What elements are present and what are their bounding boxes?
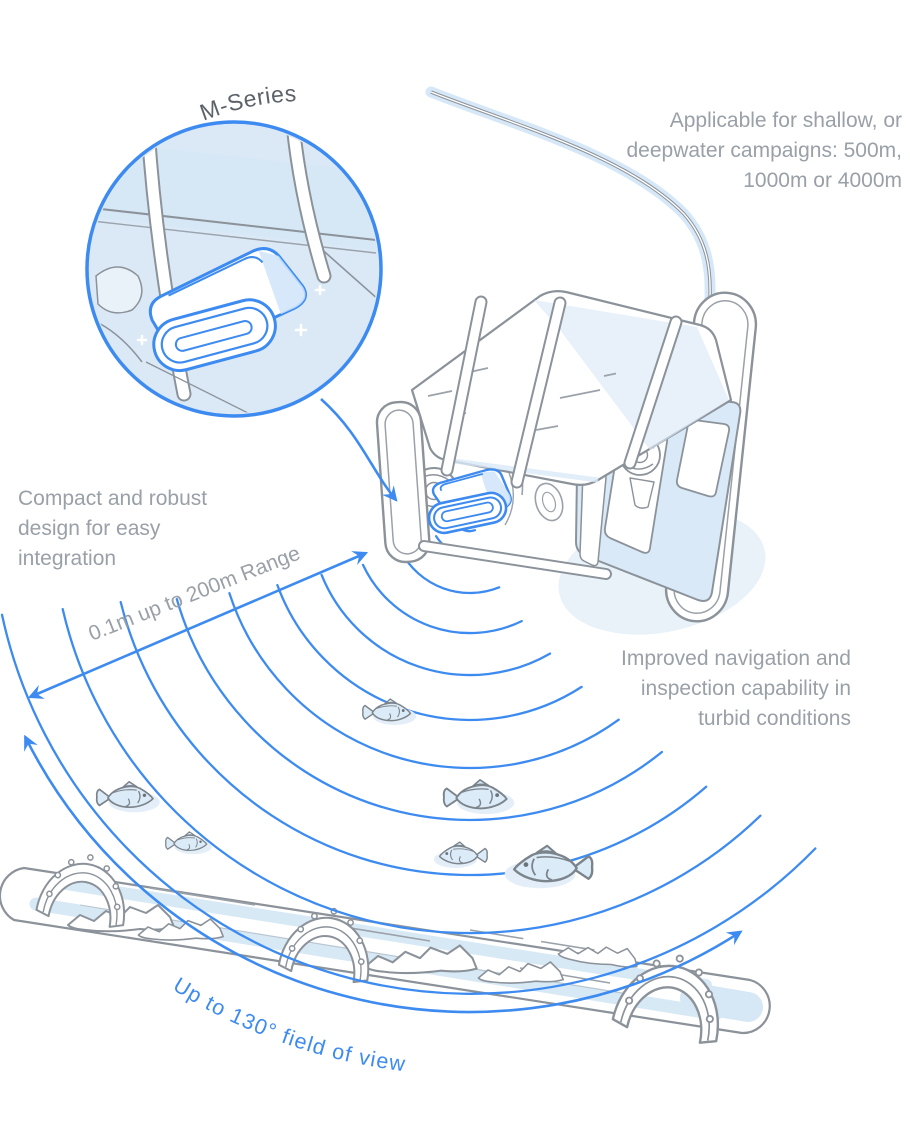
sonar-arc	[361, 563, 523, 635]
series-title: M-Series	[196, 80, 297, 125]
rov	[375, 86, 766, 635]
fish-icon	[442, 778, 516, 816]
fish-icon	[503, 844, 594, 890]
fish-icon	[165, 831, 213, 855]
annotation-navigation: Improved navigation and inspection capab…	[621, 647, 851, 730]
sonar-arc	[399, 550, 501, 595]
sonar-arc	[276, 583, 583, 722]
fov-label: Up to 130° field of view	[169, 973, 407, 1076]
rov-hull	[410, 290, 733, 489]
hull-straps	[440, 295, 683, 489]
detail-magnifier-circle	[85, 120, 398, 502]
subsea-pipeline	[0, 846, 771, 1048]
annotation-depth-rating: Applicable for shallow, or deepwater cam…	[626, 109, 903, 192]
rov-sonar	[427, 468, 512, 535]
sparkle-icon	[136, 284, 326, 346]
fish-icon	[95, 780, 161, 814]
detail-pointer-arrow	[320, 398, 398, 502]
rov-left-frame	[375, 400, 431, 564]
m-series-sonar-closeup	[148, 247, 307, 373]
fish-icon	[362, 698, 417, 726]
fish-icon	[433, 841, 488, 869]
annotation-compact-design: Compact and robust design for easy integ…	[18, 487, 208, 570]
rov-bottom-bar	[418, 540, 612, 580]
